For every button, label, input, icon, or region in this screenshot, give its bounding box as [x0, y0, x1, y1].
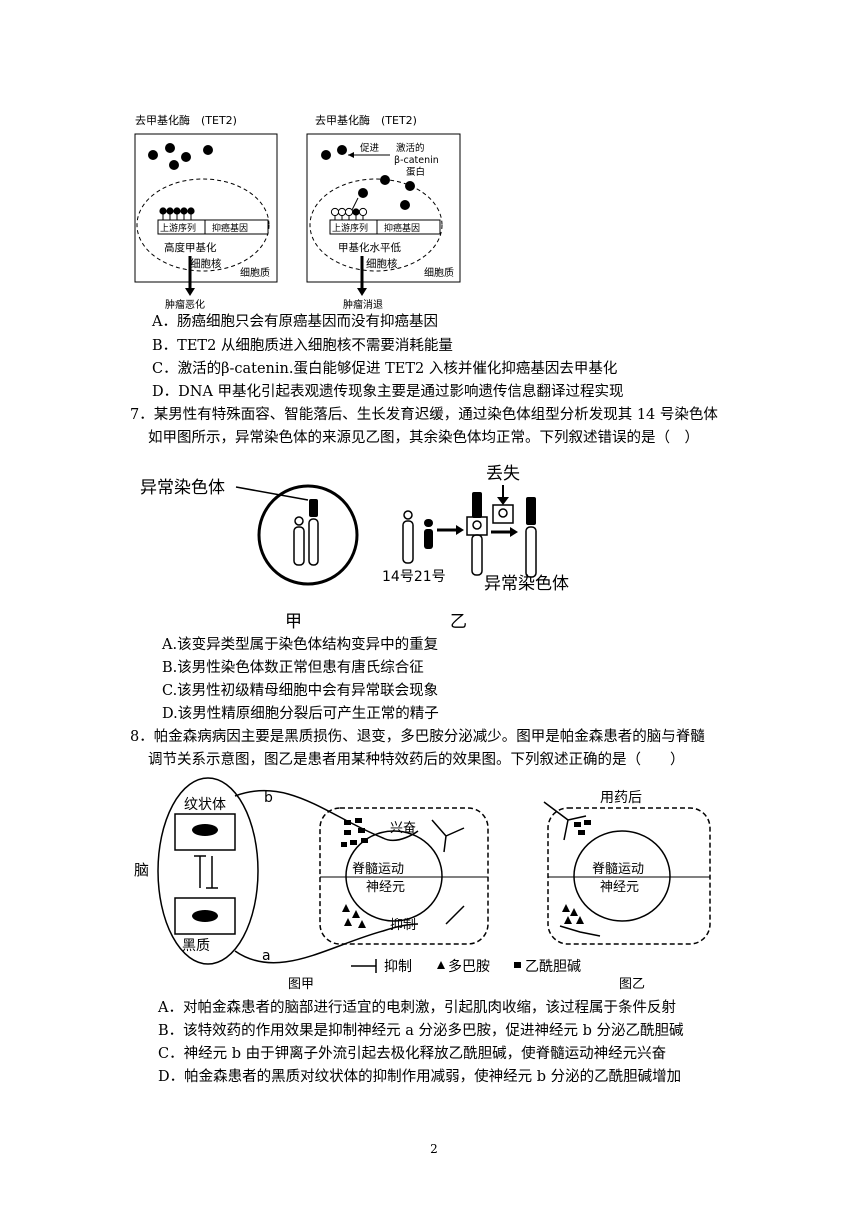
- svg-text:蛋白: 蛋白: [406, 166, 425, 178]
- label-b: b: [264, 790, 273, 806]
- q8-option-c: C．神经元 b 由于钾离子外流引起去极化释放乙酰胆碱，使脊髓运动神经元兴奋: [158, 1046, 667, 1062]
- svg-text:细胞核: 细胞核: [190, 257, 222, 270]
- q7-stem-line-2: 如甲图所示，异常染色体的来源见乙图，其余染色体均正常。下列叙述错误的是（ ）: [148, 430, 699, 446]
- left-nucleus: [136, 178, 270, 272]
- svg-text:抑癌基因: 抑癌基因: [384, 222, 420, 234]
- after-drug-label: 用药后: [600, 790, 642, 806]
- q8-figure: 脑 纹状体 黑质 b a 脊髓运动 神经元 兴奋 抑制 用药后 脊髓运动 神经元…: [134, 777, 711, 990]
- q6-option-c: C．激活的β-catenin.蛋白能够促进 TET2 入核并催化抑癌基因去甲基化: [152, 361, 618, 377]
- chr14-21-label: 14号21号: [382, 569, 446, 585]
- q7-option-c: C.该男性初级精母细胞中会有异常联会现象: [162, 683, 439, 699]
- page-number: 2: [430, 1142, 438, 1156]
- substantia-label: 黑质: [182, 938, 210, 954]
- svg-text:神经元: 神经元: [366, 880, 405, 895]
- left-cell-box: [134, 133, 278, 283]
- q7-figure: 异常染色体 甲 丢失 14号21号 异常染色体 乙: [140, 464, 569, 632]
- q6-option-a: A．肠癌细胞只会有原癌基因而没有抑癌基因: [152, 314, 438, 330]
- svg-text:神经元: 神经元: [600, 880, 639, 895]
- left-dna: [157, 219, 269, 235]
- fig-jia-label: 图甲: [288, 977, 314, 990]
- left-methyl-groups: [159, 207, 195, 220]
- right-enzyme-label: 去甲基化酶 (TET2): [315, 113, 417, 127]
- spinal-box-jia: [319, 807, 489, 945]
- svg-text:激活的: 激活的: [396, 142, 425, 154]
- fig-yi-label: 图乙: [619, 977, 645, 990]
- q8-option-b: B．该特效药的作用效果是抑制神经元 a 分泌多巴胺，促进神经元 b 分泌乙酰胆碱: [158, 1023, 684, 1039]
- svg-text:细胞核: 细胞核: [366, 257, 398, 270]
- svg-text:上游序列: 上游序列: [332, 222, 368, 234]
- spinal-box-yi: [547, 807, 711, 945]
- q8-option-a: A．对帕金森患者的脑部进行适宜的电刺激，引起肌肉收缩，该过程属于条件反射: [158, 1000, 676, 1016]
- q8-option-d: D．帕金森患者的黑质对纹状体的抑制作用减弱，使神经元 b 分泌的乙酰胆碱增加: [158, 1069, 682, 1085]
- svg-text:细胞质: 细胞质: [240, 266, 270, 279]
- q7-option-a: A.该变异类型属于染色体结构变异中的重复: [162, 637, 439, 653]
- q8-stem-line-2: 调节关系示意图，图乙是患者用某种特效药后的效果图。下列叙述正确的是（ ）: [148, 752, 685, 768]
- lost-label: 丢失: [486, 464, 520, 484]
- abnormal-chromosome-label: 异常染色体: [140, 478, 225, 498]
- svg-text:细胞质: 细胞质: [424, 266, 454, 279]
- brain-label: 脑: [134, 861, 149, 879]
- jia-label: 甲: [285, 612, 302, 632]
- legend-dopamine: 多巴胺: [448, 958, 490, 975]
- q7-option-d: D.该男性精原细胞分裂后可产生正常的精子: [162, 706, 439, 722]
- karyotype-circle: [257, 484, 359, 586]
- svg-text:β-catenin: β-catenin: [394, 155, 439, 166]
- yi-label: 乙: [450, 612, 467, 632]
- q6-option-d: D．DNA 甲基化引起表观遗传现象主要是通过影响遗传信息翻译过程实现: [152, 384, 624, 400]
- right-cell-box: [306, 133, 461, 283]
- q6-figure: 去甲基化酶 (TET2) 上游序列 抑癌基因 高度甲基化 细胞核 细胞质 肿瘤恶…: [134, 113, 461, 311]
- q8-stem-line-1: 8．帕金森病病因主要是黑质损伤、退变，多巴胺分泌减少。图甲是帕金森患者的脑与脊髓: [130, 729, 705, 745]
- legend-ach: 乙酰胆碱: [525, 959, 581, 975]
- q7-stem-line-1: 7．某男性有特殊面容、智能落后、生长发育迟缓，通过染色体组型分析发现其 14 号…: [130, 407, 718, 423]
- left-enzyme-dots: [148, 143, 213, 170]
- q7-option-b: B.该男性染色体数正常但患有唐氏综合征: [162, 660, 424, 676]
- svg-text:甲基化水平低: 甲基化水平低: [338, 241, 401, 254]
- svg-text:脊髓运动: 脊髓运动: [592, 862, 644, 877]
- tumor-worse-label: 肿瘤恶化: [165, 298, 205, 311]
- legend-inhibit: 抑制: [384, 959, 412, 975]
- left-enzyme-label: 去甲基化酶 (TET2): [135, 113, 237, 127]
- brain-ellipse: [157, 777, 259, 965]
- svg-text:高度甲基化: 高度甲基化: [164, 241, 217, 254]
- right-dna: [329, 219, 441, 235]
- label-a: a: [262, 948, 271, 964]
- right-methyl-groups: [330, 207, 368, 220]
- svg-text:上游序列: 上游序列: [160, 222, 196, 234]
- right-nucleus: [309, 178, 443, 272]
- abnormal-chromosome-label-2: 异常染色体: [484, 574, 569, 594]
- excite-label: 兴奋: [390, 821, 416, 836]
- striatum-label: 纹状体: [184, 797, 226, 813]
- svg-text:脊髓运动: 脊髓运动: [352, 862, 404, 877]
- inhibit-label: 抑制: [390, 918, 416, 933]
- tumor-regress-label: 肿瘤消退: [343, 298, 383, 311]
- svg-text:促进: 促进: [360, 142, 380, 154]
- q6-option-b: B．TET2 从细胞质进入细胞核不需要消耗能量: [152, 338, 453, 354]
- svg-text:抑癌基因: 抑癌基因: [212, 222, 248, 234]
